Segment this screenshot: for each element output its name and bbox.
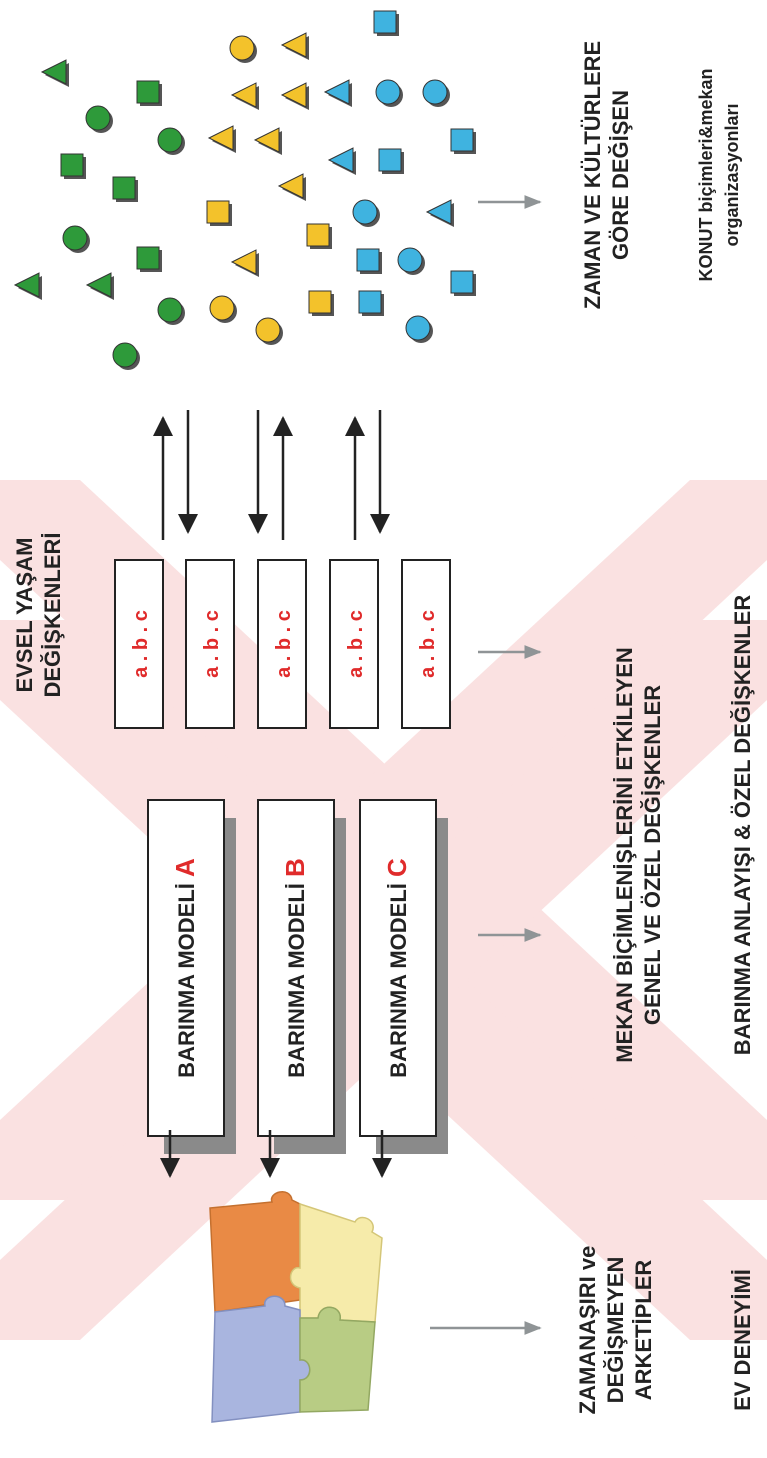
model-box-label: BARINMA MODELİ A <box>170 858 200 1078</box>
green-circle-icon <box>85 105 113 133</box>
variable-box: a . b . c <box>257 559 307 729</box>
puzzle-caption-bottom: EV DENEYİMİ <box>730 1269 755 1411</box>
puzzle-caption: ZAMANAŞIRI ve DEĞİŞMEYEN ARKETİPLER EV D… <box>575 1246 755 1415</box>
variables-header-line2: DEĞİŞKENLERİ <box>40 532 65 697</box>
blue-square-icon <box>373 10 399 36</box>
blue-square-icon <box>450 128 476 154</box>
blue-circle-icon <box>397 247 425 275</box>
puzzle-caption-line1: ZAMANAŞIRI ve <box>575 1246 600 1415</box>
variable-box: a . b . c <box>185 559 235 729</box>
green-triangle-icon <box>85 272 114 300</box>
green-square-icon <box>136 80 162 106</box>
blue-triangle-icon <box>425 199 454 227</box>
model-box-label: BARINMA MODELİ C <box>382 858 412 1078</box>
yellow-square-icon <box>206 200 232 226</box>
puzzle-icon <box>209 1191 383 1423</box>
blue-circle-icon <box>352 199 380 227</box>
model-box: BARINMA MODELİ C <box>359 799 448 1154</box>
variable-box-label: a . b . c <box>345 610 367 678</box>
yellow-triangle-icon <box>230 82 259 110</box>
green-triangle-icon <box>40 59 69 87</box>
shapes-caption-line2: GÖRE DEĞİŞEN <box>608 90 633 260</box>
model-down-arrows <box>160 1130 392 1178</box>
yellow-circle-icon <box>229 35 257 63</box>
yellow-square-icon <box>306 223 332 249</box>
shapes-caption-sub2: organizasyonları <box>722 103 742 246</box>
yellow-triangle-icon <box>280 82 309 110</box>
model-box: BARINMA MODELİ B <box>257 799 346 1154</box>
variables-header: EVSEL YAŞAM DEĞİŞKENLERİ <box>12 532 65 697</box>
yellow-circle-icon <box>209 295 237 323</box>
model-box: BARINMA MODELİ A <box>147 799 236 1154</box>
shapes-cluster <box>13 10 476 370</box>
variable-box: a . b . c <box>329 559 379 729</box>
blue-triangle-icon <box>323 79 352 107</box>
blue-square-icon <box>358 290 384 316</box>
blue-circle-icon <box>405 315 433 343</box>
variable-box: a . b . c <box>401 559 451 729</box>
yellow-square-icon <box>308 290 334 316</box>
variable-box: a . b . c <box>114 559 164 729</box>
blue-circle-icon <box>422 79 450 107</box>
variables-boxes: a . b . c a . b . c a . b . c a . b . c a . … <box>114 559 451 729</box>
green-circle-icon <box>62 225 90 253</box>
blue-square-icon <box>378 148 404 174</box>
shapes-caption-line1: ZAMAN VE KÜLTÜRLERE <box>580 41 605 309</box>
variable-box-label: a . b . c <box>273 610 295 678</box>
models-caption-bottom: BARINMA ANLAYIŞI & ÖZEL DEĞİŞKENLER <box>730 595 755 1056</box>
shapes-caption-sub1: KONUT biçimleri&mekan <box>696 68 716 281</box>
yellow-circle-icon <box>255 317 283 345</box>
green-square-icon <box>136 246 162 272</box>
blue-square-icon <box>356 248 382 274</box>
yellow-triangle-icon <box>253 127 282 155</box>
green-circle-icon <box>112 342 140 370</box>
blue-square-icon <box>450 270 476 296</box>
models-caption-line2: GENEL VE ÖZEL DEĞİŞKENLER <box>640 685 665 1025</box>
yellow-triangle-icon <box>230 249 259 277</box>
yellow-triangle-icon <box>280 32 309 60</box>
green-square-icon <box>60 153 86 179</box>
shapes-caption: ZAMAN VE KÜLTÜRLERE GÖRE DEĞİŞEN KONUT b… <box>580 41 742 309</box>
puzzle-caption-line3: ARKETİPLER <box>631 1260 656 1401</box>
green-circle-icon <box>157 297 185 325</box>
variable-box-label: a . b . c <box>130 610 152 678</box>
puzzle-caption-line2: DEĞİŞMEYEN <box>603 1257 628 1404</box>
green-square-icon <box>112 176 138 202</box>
models-caption-line1: MEKAN BİÇİMLENİŞLERİNİ ETKİLEYEN <box>612 647 637 1063</box>
bidirectional-arrows <box>153 410 390 540</box>
yellow-triangle-icon <box>277 173 306 201</box>
green-circle-icon <box>157 127 185 155</box>
green-triangle-icon <box>13 272 42 300</box>
variable-box-label: a . b . c <box>201 610 223 678</box>
blue-circle-icon <box>375 79 403 107</box>
variable-box-label: a . b . c <box>417 610 439 678</box>
model-box-label: BARINMA MODELİ B <box>280 858 310 1078</box>
variables-header-line1: EVSEL YAŞAM <box>12 538 37 693</box>
yellow-triangle-icon <box>207 125 236 153</box>
models-caption: MEKAN BİÇİMLENİŞLERİNİ ETKİLEYEN GENEL V… <box>612 595 755 1063</box>
model-boxes: BARINMA MODELİ A BARINMA MODELİ B BARINMA … <box>147 799 448 1154</box>
blue-triangle-icon <box>327 147 356 175</box>
